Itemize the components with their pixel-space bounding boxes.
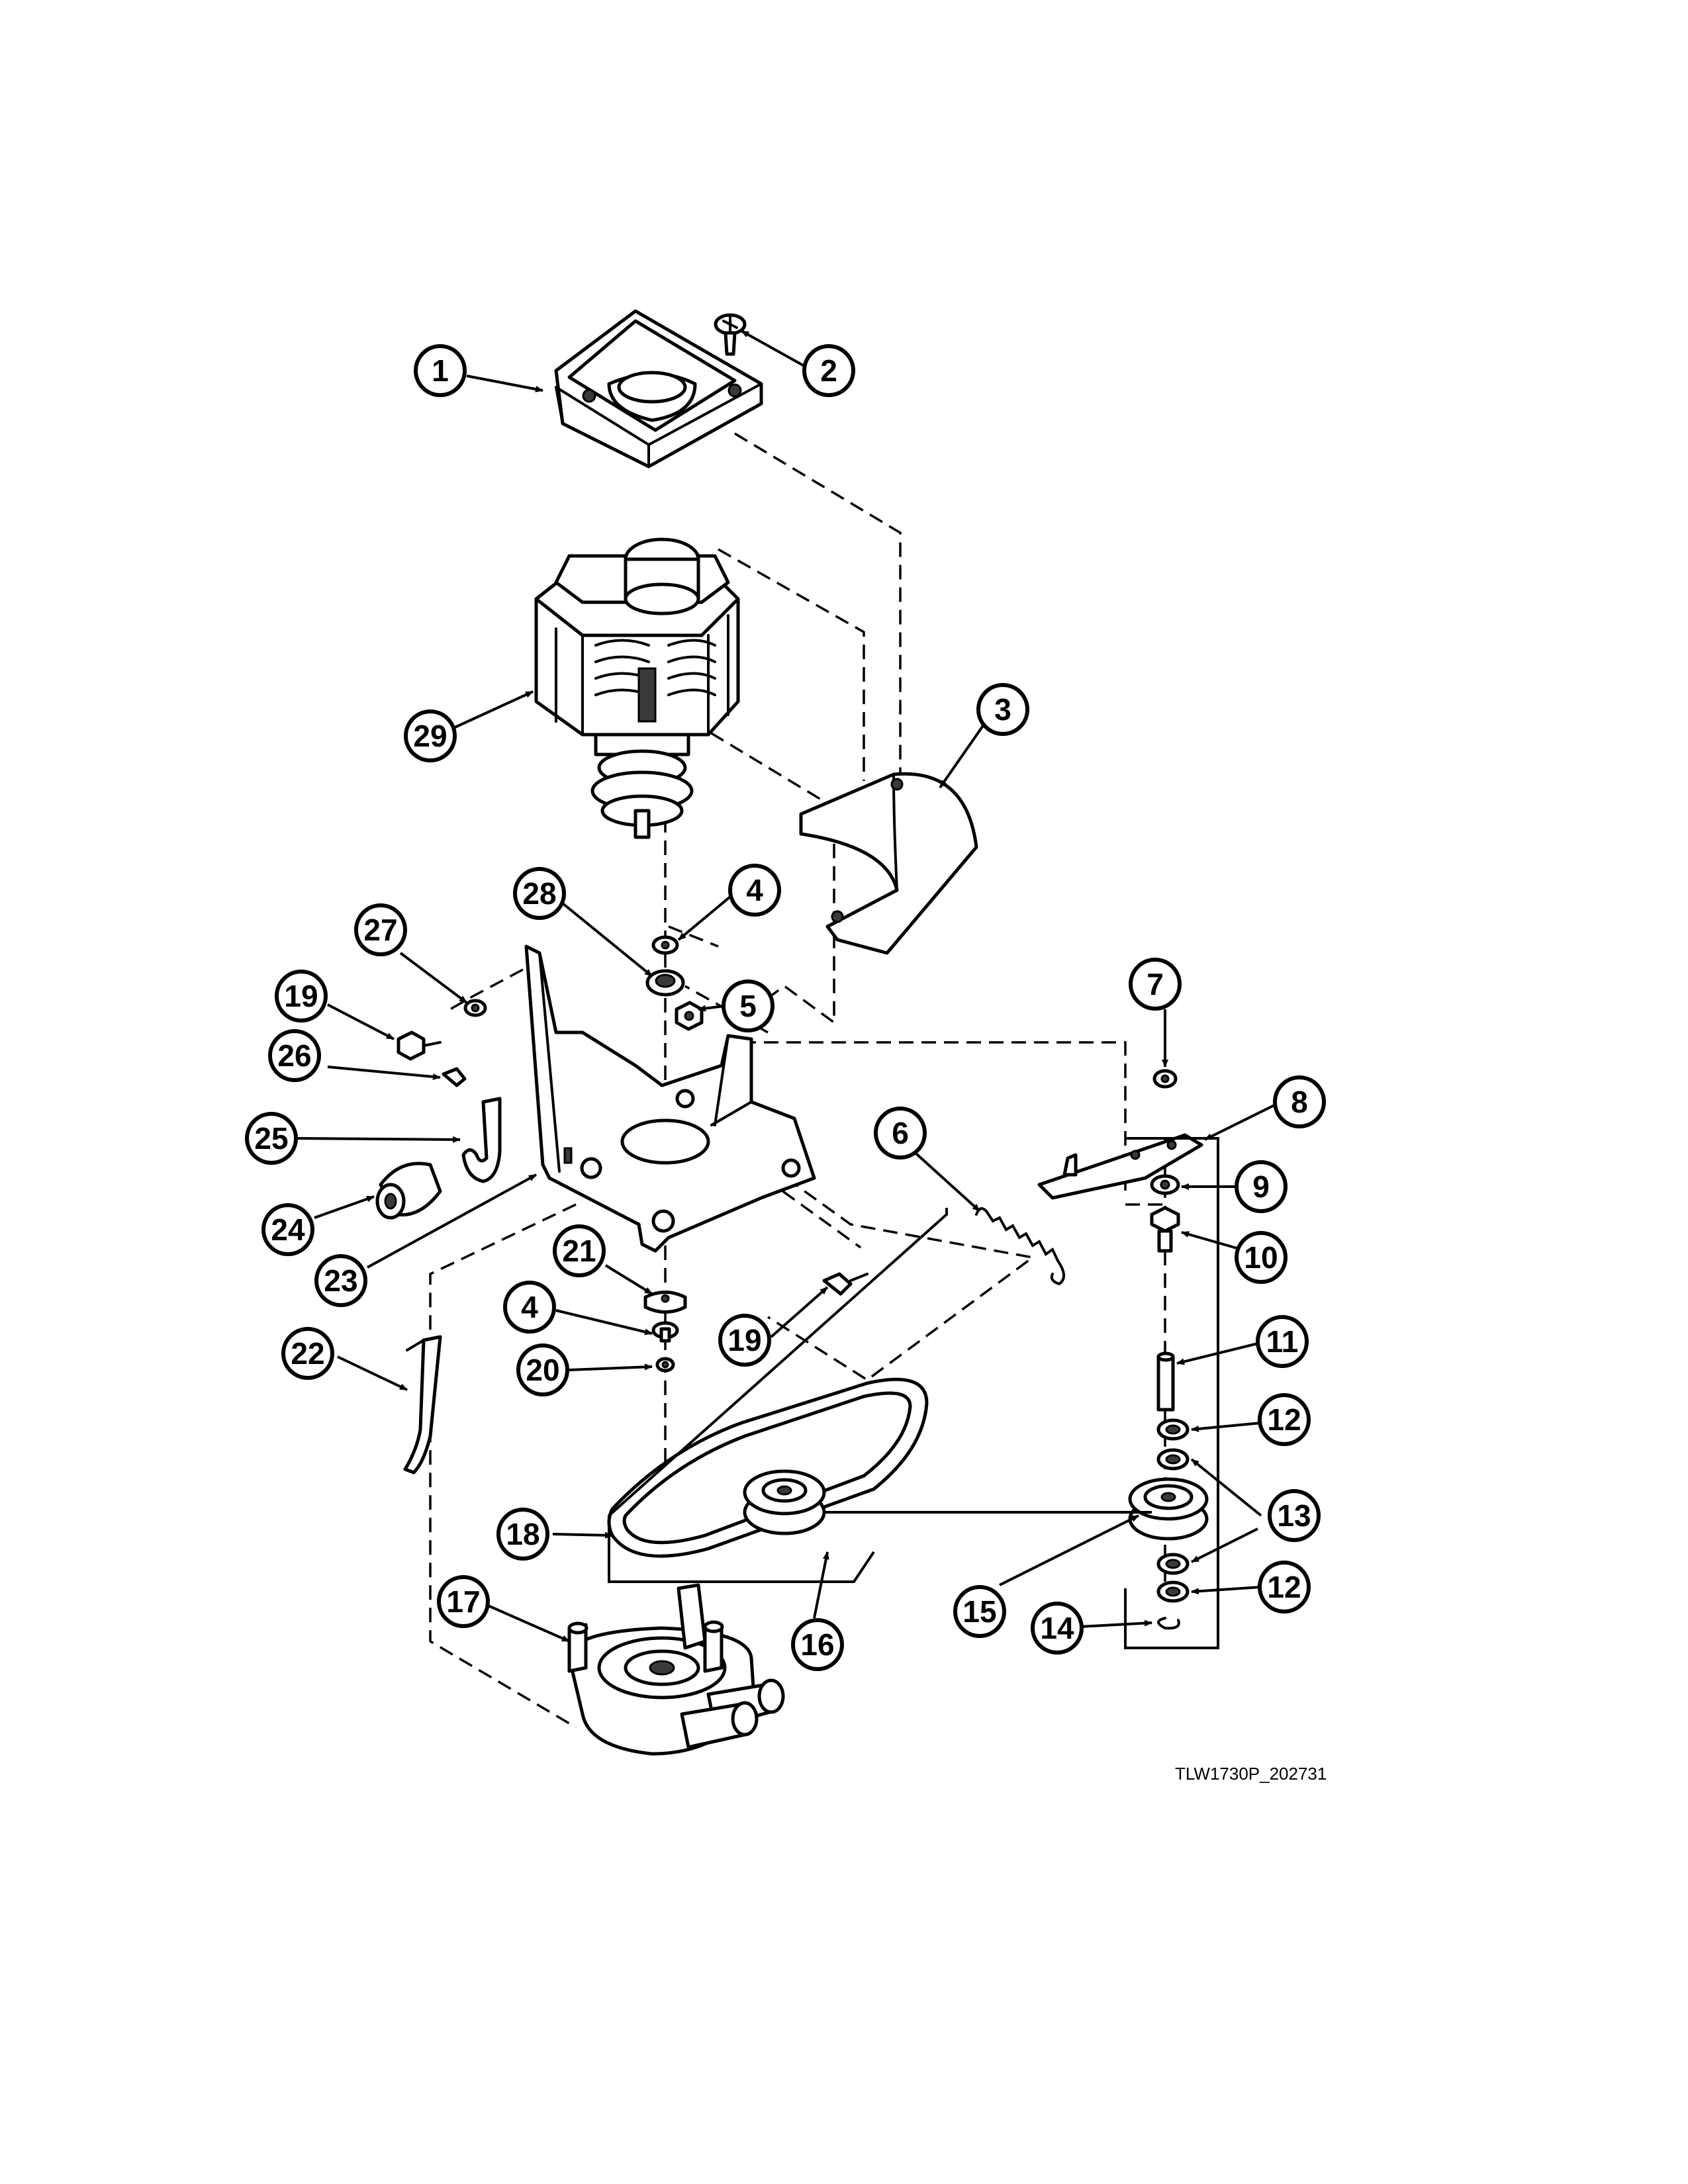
callout-9: 9 — [1235, 1160, 1288, 1213]
svg-text:29: 29 — [413, 719, 447, 753]
svg-text:28: 28 — [522, 876, 556, 911]
grouping-brackets — [608, 1137, 1219, 1649]
callout-29: 29 — [404, 709, 457, 762]
svg-text:27: 27 — [363, 913, 397, 947]
callout-1: 1 — [414, 344, 467, 397]
svg-text:4: 4 — [746, 873, 763, 907]
svg-text:14: 14 — [1040, 1611, 1074, 1645]
screw-part — [714, 313, 747, 356]
callout-27: 27 — [354, 903, 407, 956]
svg-text:22: 22 — [291, 1336, 324, 1371]
motor-cover-part — [554, 309, 763, 469]
callout-8: 8 — [1273, 1075, 1326, 1128]
lower-fasteners — [643, 1291, 687, 1373]
svg-text:7: 7 — [1147, 967, 1164, 1001]
callout-28: 28 — [513, 867, 566, 920]
callout-7: 7 — [1129, 958, 1182, 1011]
tension-arm-part — [1037, 1133, 1203, 1200]
svg-text:17: 17 — [446, 1584, 480, 1619]
callout-18: 18 — [496, 1508, 549, 1561]
callout-16: 16 — [791, 1618, 844, 1671]
svg-text:12: 12 — [1267, 1570, 1301, 1604]
callout-20: 20 — [516, 1343, 569, 1396]
idler-pulley-part — [1128, 1477, 1209, 1541]
svg-text:8: 8 — [1291, 1085, 1308, 1119]
motor-shield-part — [799, 772, 978, 955]
motor-bracket-part — [524, 944, 816, 1253]
svg-text:23: 23 — [324, 1263, 357, 1298]
clip-part — [403, 1335, 442, 1475]
callout-25: 25 — [245, 1112, 298, 1165]
idler-stack — [1156, 1351, 1190, 1630]
svg-text:18: 18 — [506, 1517, 539, 1551]
svg-text:21: 21 — [562, 1234, 596, 1268]
pump-part — [567, 1583, 785, 1756]
arm-fasteners — [1150, 1069, 1180, 1253]
callout-3: 3 — [976, 683, 1029, 736]
callout-5: 5 — [722, 979, 774, 1032]
motor-part — [534, 537, 740, 839]
callout-19: 19 — [275, 970, 328, 1023]
svg-text:1: 1 — [432, 353, 449, 388]
callout-bubbles: 1 2 3 4 5 6 7 8 — [245, 344, 1326, 1671]
svg-text:15: 15 — [962, 1594, 996, 1629]
callout-10: 10 — [1235, 1231, 1288, 1284]
callout-26: 26 — [268, 1029, 321, 1082]
callout-14: 14 — [1031, 1602, 1084, 1655]
callout-22: 22 — [281, 1327, 334, 1380]
callout-12: 12 — [1258, 1393, 1311, 1446]
callout-4: 4 — [728, 864, 781, 917]
svg-text:3: 3 — [994, 692, 1011, 727]
upper-fasteners — [645, 935, 704, 1031]
svg-text:25: 25 — [254, 1121, 288, 1156]
svg-text:2: 2 — [820, 353, 837, 388]
callout-24: 24 — [261, 1203, 314, 1256]
svg-text:19: 19 — [727, 1323, 761, 1357]
svg-text:12: 12 — [1267, 1402, 1301, 1437]
spring-part — [975, 1207, 1065, 1286]
callout-21: 21 — [553, 1224, 606, 1277]
svg-text:19: 19 — [284, 979, 318, 1013]
drive-belt-part — [607, 1377, 929, 1558]
svg-text:11: 11 — [1266, 1324, 1299, 1359]
callout-13: 13 — [1268, 1489, 1321, 1542]
svg-text:26: 26 — [277, 1038, 311, 1073]
callout-17: 17 — [437, 1575, 490, 1628]
callout-19-lower: 19 — [718, 1314, 771, 1367]
svg-text:24: 24 — [271, 1212, 305, 1247]
callout-15: 15 — [953, 1585, 1006, 1638]
svg-text:4: 4 — [521, 1290, 538, 1324]
diagram-reference-code: TLW1730P_202731 — [1175, 1764, 1327, 1784]
svg-text:13: 13 — [1277, 1498, 1311, 1533]
callout-2: 2 — [802, 344, 855, 397]
callout-6: 6 — [874, 1107, 927, 1160]
svg-text:5: 5 — [739, 989, 757, 1023]
svg-text:20: 20 — [526, 1353, 559, 1387]
svg-text:10: 10 — [1244, 1240, 1278, 1275]
svg-text:6: 6 — [892, 1116, 909, 1150]
svg-text:9: 9 — [1252, 1169, 1270, 1204]
callout-12-lower: 12 — [1258, 1561, 1311, 1614]
svg-text:16: 16 — [800, 1627, 834, 1662]
lower-screw-part — [822, 1272, 868, 1296]
callout-4-lower: 4 — [503, 1281, 556, 1334]
leader-lines — [294, 330, 1282, 1643]
callout-11: 11 — [1256, 1315, 1309, 1368]
left-hardware — [375, 999, 502, 1220]
callout-23: 23 — [314, 1254, 367, 1307]
